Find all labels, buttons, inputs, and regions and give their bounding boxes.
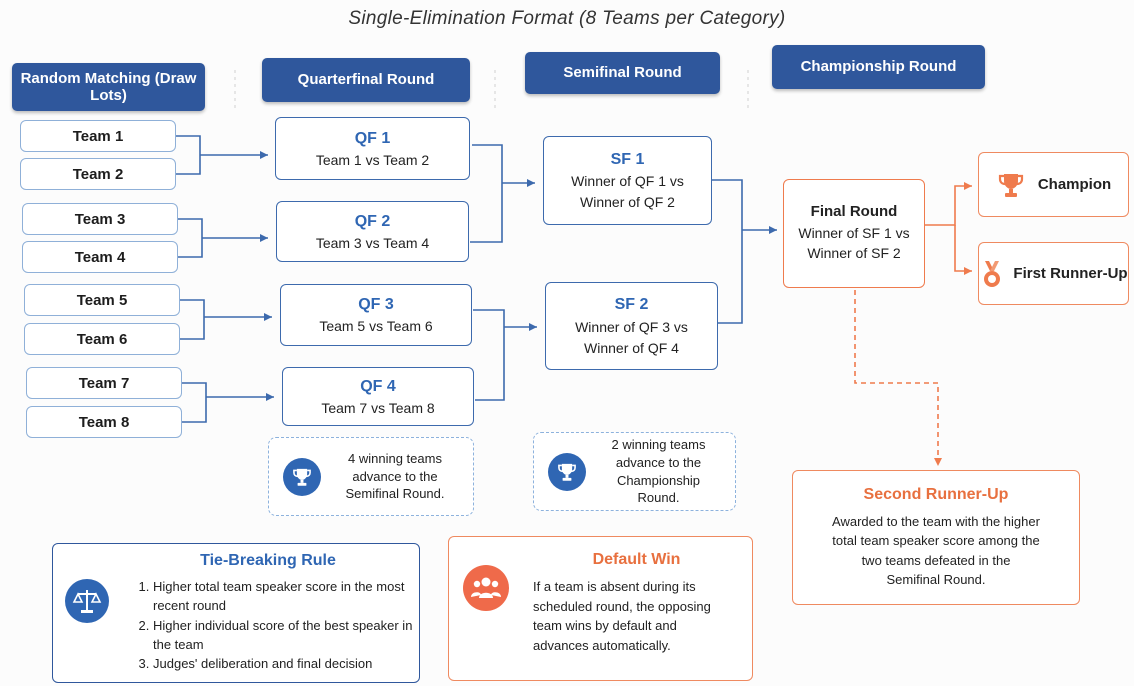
default-win-line-1: If a team is absent during its: [533, 579, 696, 594]
champion-box: Champion: [978, 152, 1129, 217]
trophy-icon: [548, 452, 586, 491]
header-championship: Championship Round: [772, 45, 985, 89]
qf-1: QF 1 Team 1 vs Team 2: [275, 117, 470, 180]
final-round-label: Final Round: [810, 203, 898, 221]
qf-4-label: QF 4: [360, 377, 396, 395]
second-runner-up-line-4: Semifinal Round.: [886, 572, 986, 587]
scales-icon: [65, 579, 109, 623]
tie-breaking-list: Higher total team speaker score in the m…: [135, 578, 417, 675]
qf-note-line-2: advance to the: [352, 468, 438, 484]
sf-note-line-2: advance to the: [615, 454, 702, 470]
trophy-icon: [998, 173, 1023, 197]
sf-advance-text: 2 winning teams advance to the Champions…: [596, 436, 721, 506]
qf-note-line-1: 4 winning teams: [348, 451, 442, 467]
qf-1-label: QF 1: [354, 129, 391, 147]
second-runner-up-line-2: total team speaker score among the: [832, 533, 1040, 548]
diagram-title: Single-Elimination Format (8 Teams per C…: [348, 8, 786, 29]
qf-3-label: QF 3: [358, 296, 394, 314]
tie-rule-1: Higher total team speaker score in the m…: [153, 578, 417, 616]
qf-2-desc: Team 3 vs Team 4: [315, 234, 430, 251]
qf-note-line-3: Semifinal Round.: [345, 486, 445, 502]
champion-label: Champion: [1037, 176, 1112, 193]
final-round-line2: Winner of SF 2: [807, 245, 901, 261]
sf-1-line2: Winner of QF 2: [580, 194, 675, 211]
default-win-title: Default Win: [592, 551, 681, 568]
sf-note-line-1: 2 winning teams: [611, 437, 706, 453]
team-4: Team 4: [22, 241, 178, 273]
sf-1-line1: Winner of QF 1 vs: [571, 173, 684, 190]
sf-2-line1: Winner of QF 3 vs: [575, 318, 688, 335]
sf-1-label: SF 1: [610, 150, 645, 168]
trophy-icon: [283, 457, 321, 496]
team-2: Team 2: [20, 158, 176, 190]
tie-rule-3: Judges' deliberation and final decision: [153, 655, 417, 674]
second-runner-up-line-1: Awarded to the team with the higher: [832, 513, 1040, 529]
sf-advance-note: 2 winning teams advance to the Champions…: [533, 432, 736, 511]
qf-1-desc: Team 1 vs Team 2: [315, 151, 430, 168]
qf-advance-text: 4 winning teams advance to the Semifinal…: [331, 450, 459, 503]
team-8: Team 8: [26, 406, 182, 438]
final-round-line1: Winner of SF 1 vs: [798, 225, 910, 242]
qf-2: QF 2 Team 3 vs Team 4: [276, 201, 469, 262]
team-5: Team 5: [24, 284, 180, 316]
header-random-matching: Random Matching (Draw Lots): [12, 63, 205, 111]
default-win-line-4: advances automatically.: [533, 637, 671, 653]
team-6: Team 6: [24, 323, 180, 355]
header-semifinal: Semifinal Round: [525, 52, 720, 94]
second-runner-up-box: Second Runner-Up Awarded to the team wit…: [792, 470, 1080, 605]
qf-advance-note: 4 winning teams advance to the Semifinal…: [268, 437, 474, 516]
first-runner-up-label: First Runner-Up: [1013, 265, 1128, 282]
default-win-line-3: team wins by default and: [533, 618, 677, 633]
first-runner-up-box: First Runner-Up: [978, 242, 1129, 305]
qf-3-desc: Team 5 vs Team 6: [319, 318, 433, 335]
header-quarterfinal: Quarterfinal Round: [262, 58, 470, 102]
sf-1: SF 1 Winner of QF 1 vs Winner of QF 2: [543, 136, 712, 225]
sf-2-label: SF 2: [614, 296, 649, 314]
default-win-line-2: scheduled round, the opposing: [533, 598, 711, 614]
qf-2-label: QF 2: [354, 212, 391, 230]
second-runner-up-title: Second Runner-Up: [863, 485, 1009, 503]
sf-2: SF 2 Winner of QF 3 vs Winner of QF 4: [545, 282, 718, 370]
default-win-text: If a team is absent during its scheduled…: [533, 577, 748, 655]
qf-4: QF 4 Team 7 vs Team 8: [282, 367, 474, 426]
team-7: Team 7: [26, 367, 182, 399]
qf-3: QF 3 Team 5 vs Team 6: [280, 284, 472, 346]
tie-rule-2: Higher individual score of the best spea…: [153, 617, 417, 655]
default-win-panel: Default Win If a team is absent during i…: [448, 536, 753, 681]
sf-2-line2: Winner of QF 4: [584, 339, 679, 356]
tie-breaking-title: Tie-Breaking Rule: [200, 552, 336, 569]
final-round: Final Round Winner of SF 1 vs Winner of …: [783, 179, 925, 288]
medal-icon: [984, 260, 1001, 287]
second-runner-up-line-3: two teams defeated in the: [861, 552, 1011, 568]
sf-note-line-3: Championship Round.: [616, 472, 701, 506]
tie-breaking-panel: Tie-Breaking Rule Higher total team spea…: [52, 543, 420, 683]
qf-4-desc: Team 7 vs Team 8: [321, 399, 435, 416]
group-icon: [463, 565, 509, 611]
team-3: Team 3: [22, 203, 178, 235]
team-1: Team 1: [20, 120, 176, 152]
